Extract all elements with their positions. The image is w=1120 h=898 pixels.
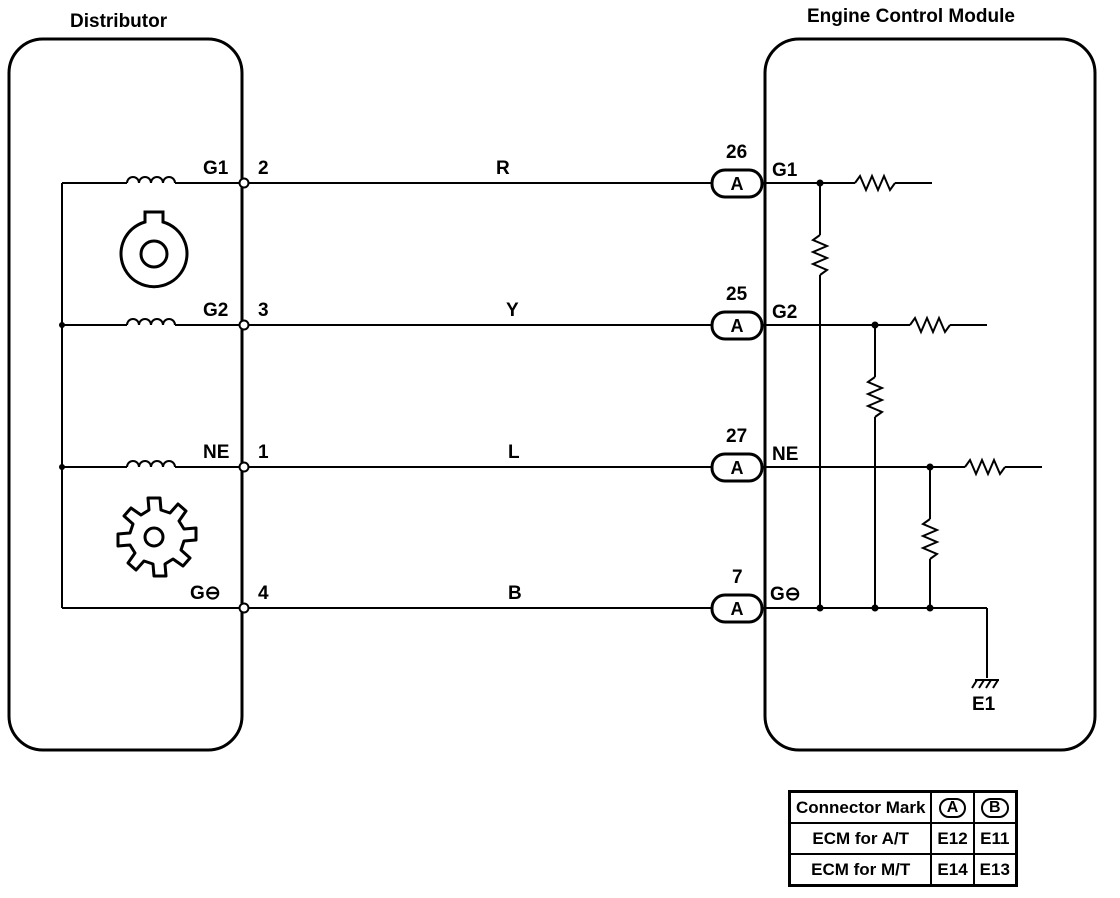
table-row: ECM for A/T E12 E11 (788, 822, 1018, 855)
junction-dot (926, 463, 934, 471)
table-cell-label: ECM for M/T (788, 853, 933, 887)
table-row: ECM for M/T E14 E13 (788, 853, 1018, 887)
pickup-coil-icon (126, 176, 176, 184)
gear-outline (116, 496, 198, 578)
ecm-box (763, 37, 1097, 752)
row-ne (62, 460, 712, 468)
pickup-coil-icon (126, 318, 176, 326)
row-g1 (62, 176, 712, 184)
table-cell: E13 (972, 853, 1018, 887)
ecm-signal-label: G⊖ (770, 584, 801, 605)
dist-signal-label: G2 (203, 300, 228, 321)
ecm-signal-label: NE (772, 444, 798, 465)
ecm-internal-circuit (762, 173, 1042, 678)
junction-dot (871, 604, 879, 612)
table-cell-label: ECM for A/T (788, 822, 933, 855)
row-g2 (62, 318, 712, 326)
ecm-connector-7: 7 A G⊖ (710, 567, 801, 624)
resistor-icon (854, 173, 896, 193)
ecm-pin-number: 25 (726, 284, 748, 305)
table-header-a: A (930, 790, 975, 824)
connector-mark-a: A (938, 798, 967, 818)
connector-mark: A (731, 174, 744, 194)
connector-mark: A (731, 458, 744, 478)
connector-mark-b: B (981, 798, 1009, 818)
dist-signal-label: NE (203, 442, 229, 463)
ecm-signal-label: G2 (772, 302, 797, 323)
pickup-coil-icon (126, 460, 176, 468)
table-cell: E11 (972, 822, 1018, 855)
wire-color-label: L (508, 442, 520, 463)
junction-dot (871, 321, 879, 329)
table-cell: E12 (930, 822, 975, 855)
table-header-label: Connector Mark (788, 790, 933, 824)
resistor-icon (909, 315, 951, 335)
distributor-box (7, 37, 244, 752)
ne-signal-rotor-gear-icon (116, 496, 198, 578)
table-cell: E14 (930, 853, 975, 887)
wire-color-label: R (496, 158, 510, 179)
connector-mark: A (731, 316, 744, 336)
ecm-title: Engine Control Module (807, 6, 1015, 27)
junction-dot (816, 604, 824, 612)
dist-pin-number: 2 (258, 158, 269, 179)
terminal-open-circle (238, 177, 250, 189)
ecm-pin-number: 26 (726, 142, 747, 163)
resistor-icon (810, 234, 830, 276)
wire-color-label: B (508, 583, 522, 604)
dist-signal-label: G1 (203, 158, 229, 179)
dist-pin-number: 4 (258, 583, 269, 604)
terminal-open-circle (238, 602, 250, 614)
resistor-icon (964, 457, 1006, 477)
junction-dot (926, 604, 934, 612)
connector-table: Connector Mark A B ECM for A/T E12 E11 E… (788, 790, 1018, 887)
terminal-open-circle (238, 461, 250, 473)
table-header-b: B (972, 790, 1018, 824)
resistor-icon (865, 376, 885, 418)
timing-rotor-icon (119, 210, 189, 289)
resistor-icon (920, 518, 940, 560)
distributor-title: Distributor (70, 11, 168, 32)
ecm-pin-number: 27 (726, 426, 747, 447)
ground-label: E1 (972, 694, 996, 715)
dist-pin-number: 3 (258, 300, 269, 321)
dist-signal-label: G⊖ (190, 583, 221, 604)
dist-pin-number: 1 (258, 442, 269, 463)
table-header-row: Connector Mark A B (788, 790, 1018, 824)
ground-icon (971, 679, 999, 689)
wire-color-label: Y (506, 300, 519, 321)
ecm-connector-27: 27 A NE (710, 426, 798, 483)
terminal-open-circle (238, 319, 250, 331)
connector-mark: A (731, 599, 744, 619)
ecm-signal-label: G1 (772, 160, 798, 181)
ecm-connector-26: 26 A G1 (710, 142, 798, 199)
ecm-pin-number: 7 (732, 567, 743, 588)
ecm-connector-25: 25 A G2 (710, 284, 797, 341)
junction-dot (816, 179, 824, 187)
